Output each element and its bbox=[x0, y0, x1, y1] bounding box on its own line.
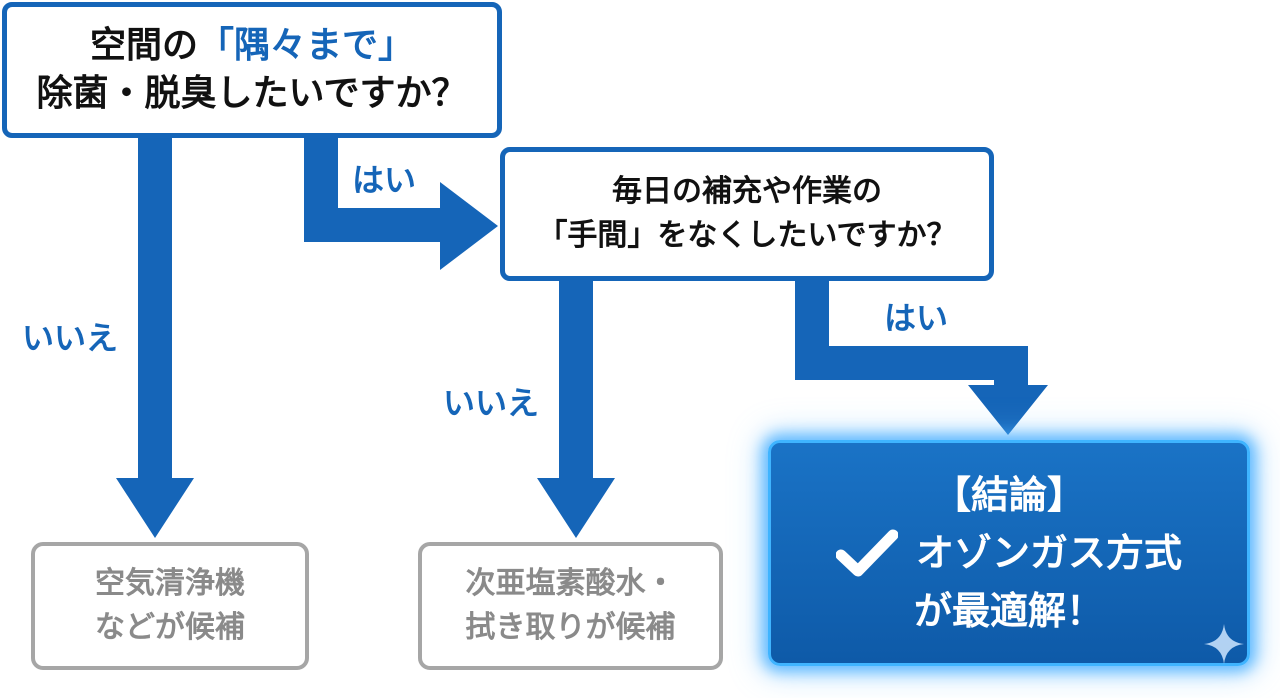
question-1-highlight: 「隅々まで」 bbox=[198, 25, 415, 66]
conclusion-line2: オゾンガス方式 bbox=[835, 524, 1182, 582]
candidate-1-line1: 空気清浄機 bbox=[95, 566, 245, 601]
question-2-line1: 毎日の補充や作業の bbox=[612, 174, 882, 209]
candidate-2-line2: 拭き取りが候補 bbox=[465, 610, 676, 645]
conclusion-tag: 【結論】 bbox=[932, 473, 1085, 517]
conclusion-line3: が最適解！ bbox=[913, 589, 1104, 633]
question-1-line1: 空間の「隅々まで」 bbox=[90, 22, 414, 70]
yes-label-q2: はい bbox=[884, 299, 949, 337]
candidate-1-box: 空気清浄機 などが候補 bbox=[31, 542, 309, 670]
yes-label-q1: はい bbox=[352, 161, 417, 199]
question-1-prefix: 空間の bbox=[89, 25, 198, 66]
question-2-box: 毎日の補充や作業の 「手間」をなくしたいですか？ bbox=[500, 147, 994, 281]
candidate-2-box: 次亜塩素酸水・ 拭き取りが候補 bbox=[418, 542, 723, 670]
candidate-2-line1: 次亜塩素酸水・ bbox=[465, 566, 676, 601]
conclusion-method: オゾンガス方式 bbox=[915, 531, 1182, 575]
check-icon bbox=[835, 529, 898, 577]
no-label-q2: いいえ bbox=[443, 384, 540, 422]
question-1-line2: 除菌・脱臭したいですか？ bbox=[36, 73, 468, 114]
arrow-q2-no bbox=[537, 281, 615, 538]
arrow-q1-yes bbox=[304, 138, 498, 270]
question-1-box: 空間の「隅々まで」 除菌・脱臭したいですか？ bbox=[2, 2, 502, 138]
conclusion-box: 【結論】 オゾンガス方式 が最適解！ bbox=[768, 440, 1250, 666]
sparkle-icon bbox=[1204, 624, 1244, 664]
no-label-q1: いいえ bbox=[22, 319, 119, 357]
arrow-q1-no bbox=[116, 138, 194, 538]
arrow-q2-yes bbox=[795, 281, 1048, 435]
candidate-1-line2: などが候補 bbox=[95, 610, 245, 645]
question-2-line2: 「手間」をなくしたいですか？ bbox=[537, 218, 957, 253]
